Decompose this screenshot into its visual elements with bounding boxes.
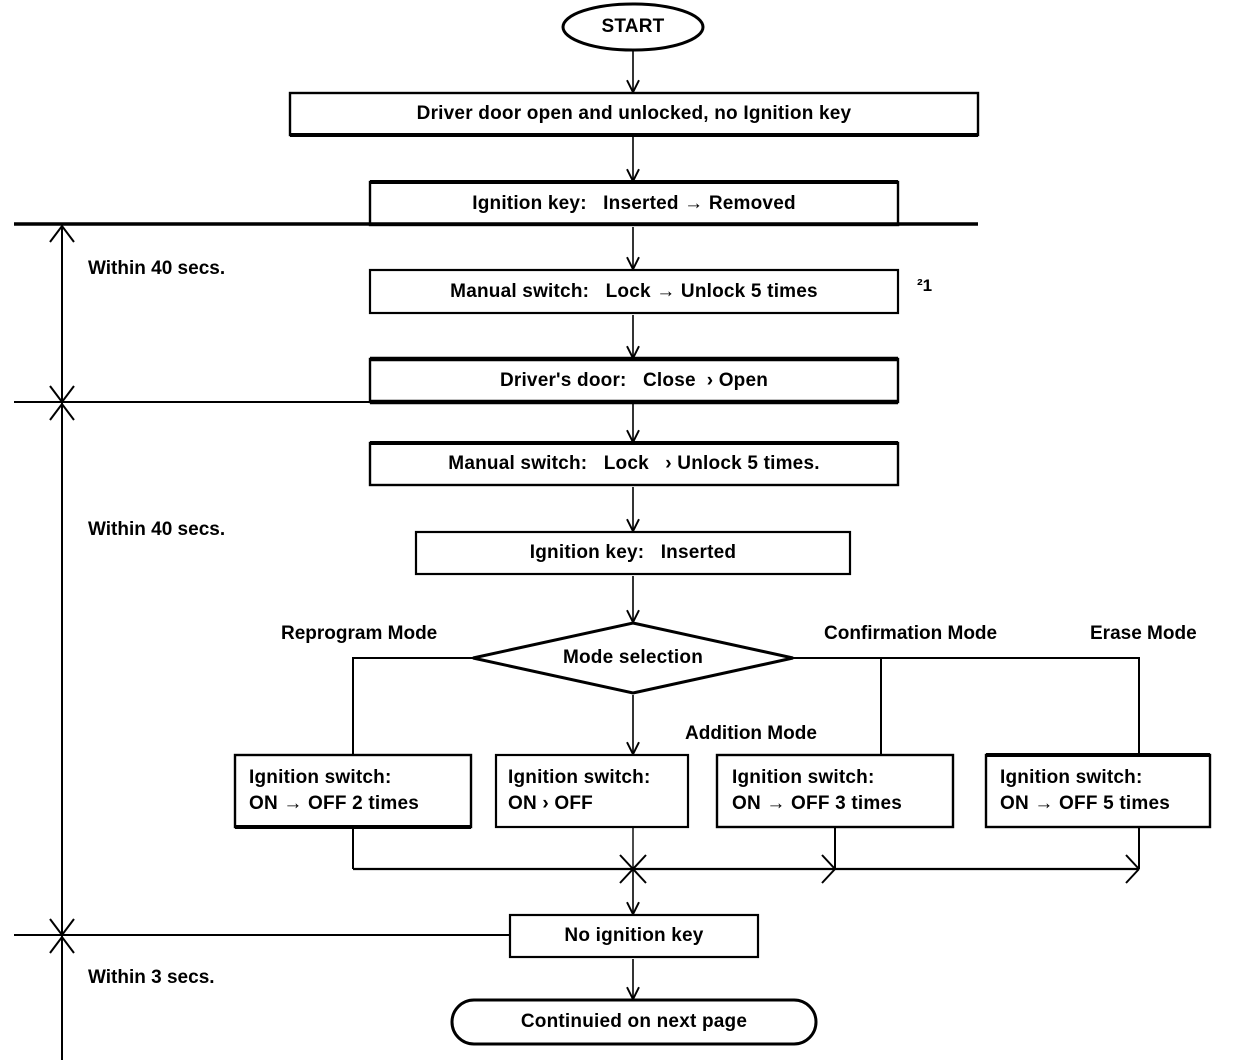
mode-confirmation-node[interactable] <box>717 755 953 827</box>
decision-diamond-shape <box>472 621 794 695</box>
step2-node[interactable] <box>370 182 898 225</box>
timing-arrowhead-top <box>49 224 75 243</box>
mode-reprogram-node[interactable] <box>235 755 471 827</box>
connector-decision-reprogram <box>352 657 473 755</box>
step6-node[interactable] <box>416 532 850 574</box>
mode-addition-node[interactable] <box>496 755 688 827</box>
decision-node[interactable] <box>473 623 793 693</box>
connector-decision-right-bus <box>793 657 1140 755</box>
step3-node[interactable] <box>370 270 898 313</box>
step4-node[interactable] <box>370 359 898 402</box>
step5-node[interactable] <box>370 443 898 485</box>
footnote-marker-1: ²1 <box>917 276 933 295</box>
branch-label-reprogram: Reprogram Mode <box>281 623 438 644</box>
no-key-node[interactable] <box>510 915 758 957</box>
timing-arrowhead-mid <box>49 385 75 421</box>
timing-label-within-40-b: Within 40 secs. <box>88 519 226 540</box>
mode-erase-node[interactable] <box>986 755 1210 827</box>
branch-label-confirmation: Confirmation Mode <box>824 623 998 644</box>
no-key-box <box>508 913 760 959</box>
timing-label-within-3: Within 3 secs. <box>88 967 215 988</box>
step5-box <box>368 441 900 487</box>
continued-node[interactable] <box>452 1000 816 1044</box>
step1-node[interactable] <box>290 93 978 135</box>
timing-label-within-40-a: Within 40 secs. <box>88 258 226 279</box>
start-node[interactable] <box>563 4 703 50</box>
mode-addition-box <box>494 753 690 829</box>
step1-box <box>288 91 980 137</box>
timing-arrowhead-bottom <box>49 918 75 954</box>
branch-label-erase: Erase Mode <box>1090 623 1197 644</box>
mode-erase-box <box>984 753 1212 829</box>
branch-label-addition: Addition Mode <box>685 723 817 744</box>
